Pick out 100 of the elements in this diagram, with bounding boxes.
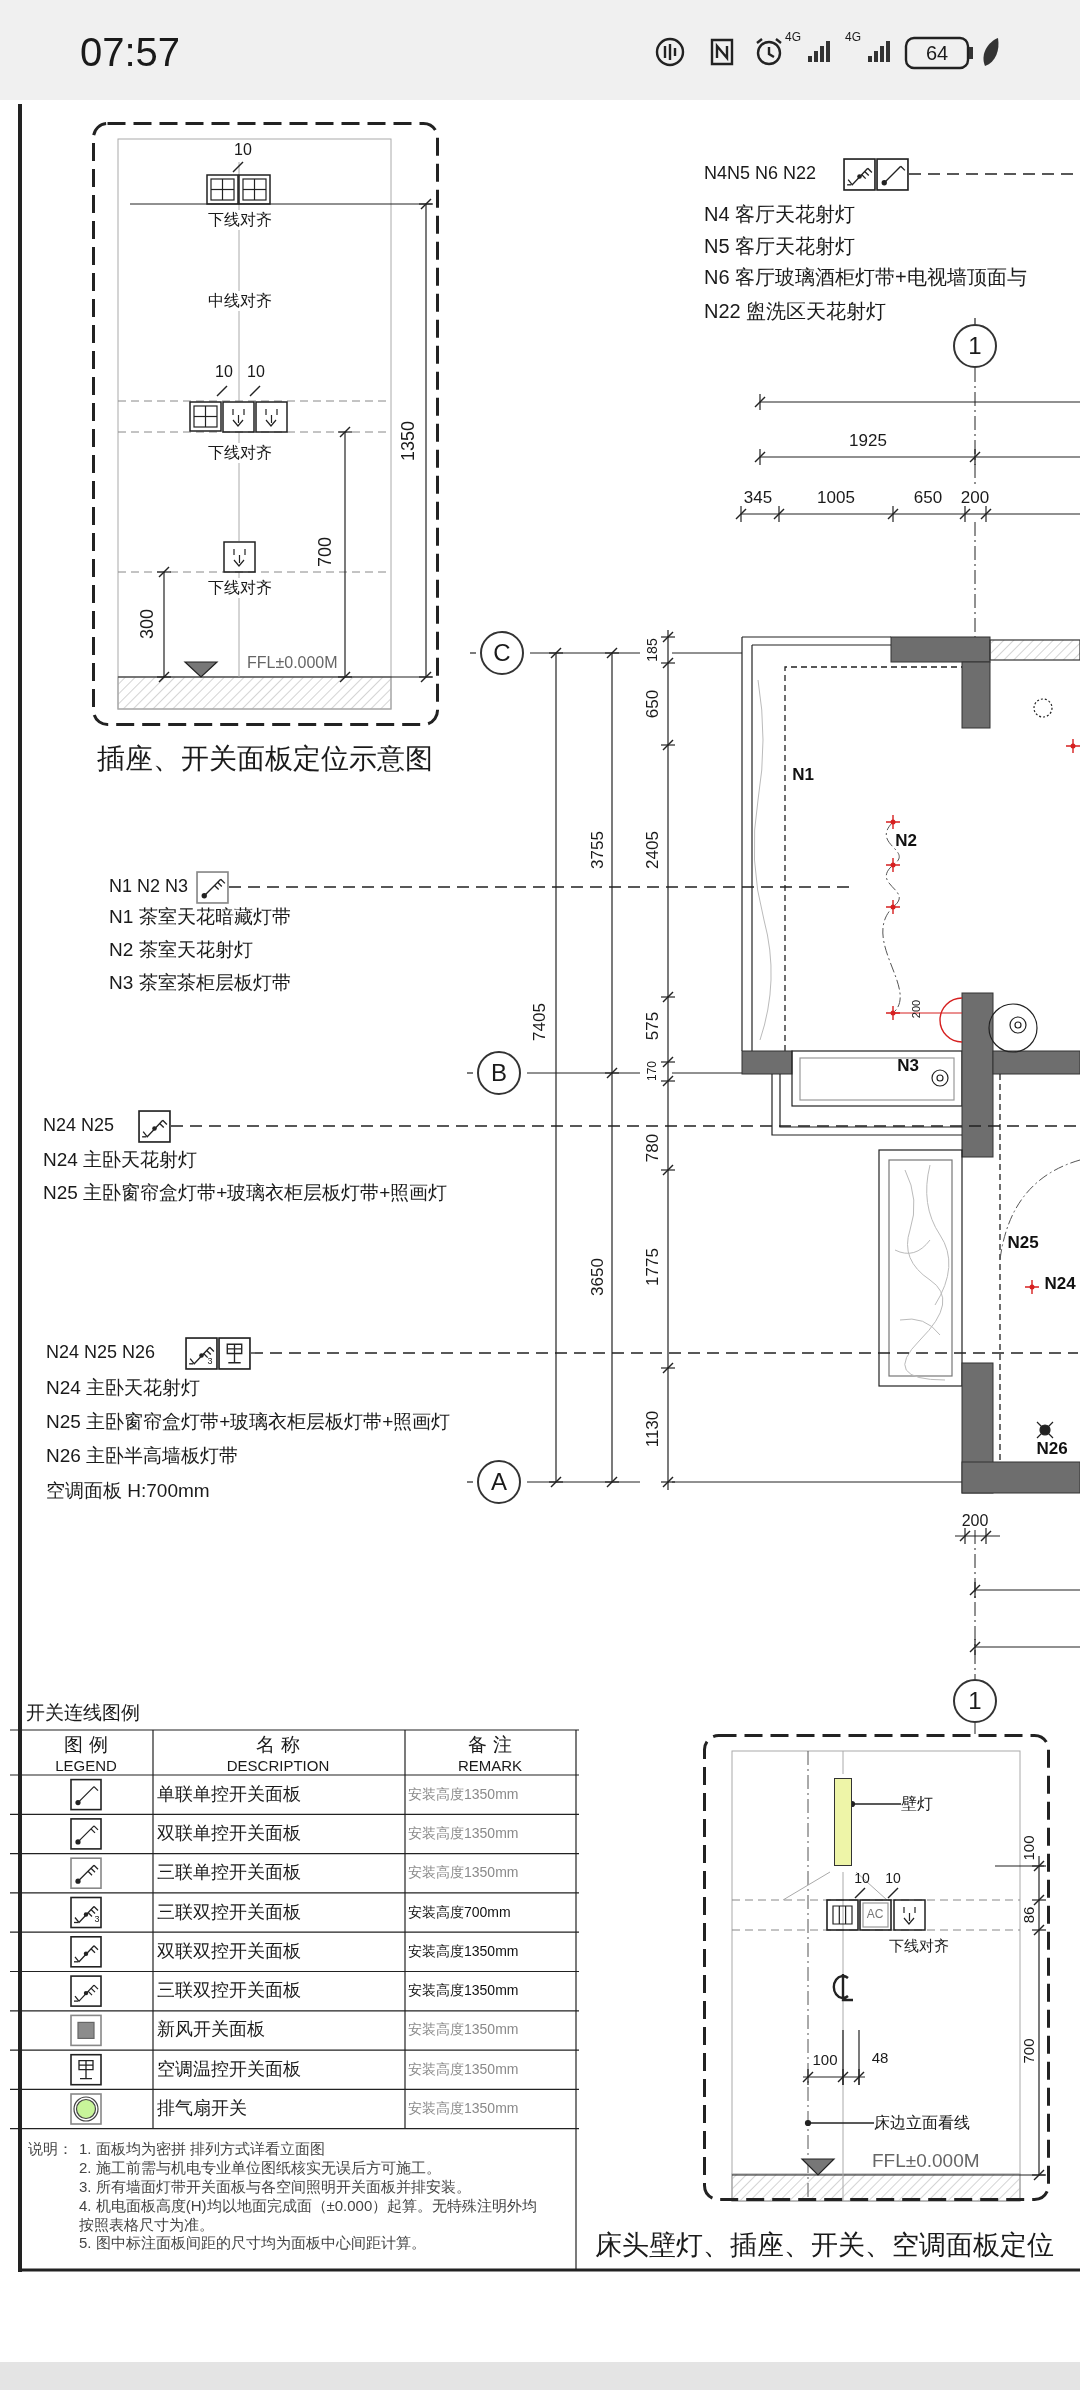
circuit-description: N3 茶室茶柜层板灯带 bbox=[109, 972, 291, 994]
callout-label: 壁灯 bbox=[901, 1795, 933, 1813]
axis-bubble: 1 bbox=[953, 1679, 997, 1723]
panel-caption: 插座、开关面板定位示意图 bbox=[97, 743, 433, 775]
table-cell: 新风开关面板 bbox=[157, 2020, 265, 2041]
dimension-text: 10 bbox=[215, 363, 233, 381]
circuit-description: N25 主卧窗帘盒灯带+玻璃衣柜层板灯带+照画灯 bbox=[43, 1182, 448, 1204]
dimension-text: 345 bbox=[743, 488, 773, 508]
table-cell: 安装高度1350mm bbox=[408, 1865, 519, 1881]
note-text: 5. 图中标注面板间距的尺寸均为面板中心间距计算。 bbox=[79, 2234, 426, 2252]
alignment-note: 下线对齐 bbox=[208, 211, 272, 229]
room-tag: N2 bbox=[895, 831, 917, 851]
column-header: 备 注 bbox=[468, 1734, 512, 1756]
network-type: 4G bbox=[845, 31, 861, 45]
circuit-codes: N1 N2 N3 bbox=[109, 877, 189, 897]
table-cell: 三联单控开关面板 bbox=[157, 1863, 301, 1884]
battery-level: 64 bbox=[925, 42, 949, 64]
alignment-note: 中线对齐 bbox=[208, 292, 272, 310]
dimension-text: 1005 bbox=[817, 488, 855, 508]
dimension-text: 1775 bbox=[643, 1248, 663, 1286]
column-header: 名 称 bbox=[256, 1734, 300, 1756]
dimension-text: 650 bbox=[913, 488, 943, 508]
circuit-description: N24 主卧天花射灯 bbox=[46, 1377, 201, 1399]
icon-number: 3 bbox=[207, 1357, 213, 1367]
dimension-text: 700 bbox=[316, 537, 336, 567]
dimension-text: 100 bbox=[1020, 1835, 1038, 1861]
table-cell: 安装高度1350mm bbox=[408, 2101, 519, 2117]
table-cell: 三联双控开关面板 bbox=[157, 1981, 301, 2001]
circuit-description: N5 客厅天花射灯 bbox=[704, 235, 856, 257]
table-cell: 三联双控开关面板 bbox=[157, 1902, 301, 1923]
circuit-description: N1 茶室天花暗藏灯带 bbox=[109, 906, 291, 928]
leader-line bbox=[250, 1352, 1079, 1354]
dimension-text: 185 bbox=[645, 638, 661, 662]
dimension-text: 700 bbox=[1020, 2038, 1038, 2064]
dimension-text: 10 bbox=[234, 141, 252, 159]
alignment-note: 下线对齐 bbox=[889, 1937, 949, 1955]
room-tag: N1 bbox=[792, 765, 814, 785]
table-cell: 双联双控开关面板 bbox=[157, 1941, 301, 1962]
note-text: 说明： bbox=[28, 2140, 73, 2158]
dimension-text: 7405 bbox=[530, 1003, 550, 1041]
dimension-text: 1130 bbox=[643, 1410, 663, 1448]
dimension-text: 1925 bbox=[849, 431, 887, 451]
table-cell: 安装高度1350mm bbox=[408, 1983, 519, 1999]
table-cell: 安装高度1350mm bbox=[408, 1826, 519, 1842]
axis-bubble: C bbox=[480, 631, 524, 675]
callout-label: 床边立面看线 bbox=[874, 2114, 970, 2132]
dimension-text: 780 bbox=[643, 1133, 663, 1163]
circuit-description: N22 盥洗区天花射灯 bbox=[704, 300, 887, 322]
room-tag: N25 bbox=[1007, 1233, 1039, 1253]
wall-lamp bbox=[834, 1778, 852, 1866]
column-header: LEGEND bbox=[55, 1757, 117, 1775]
dimension-text: 650 bbox=[643, 689, 663, 719]
alignment-note: 下线对齐 bbox=[208, 579, 272, 597]
panel-marking: AC bbox=[866, 1908, 884, 1922]
dimension-text: 300 bbox=[138, 609, 158, 639]
circuit-codes: N24 N25 bbox=[43, 1116, 115, 1136]
table-cell: 安装高度1350mm bbox=[408, 2022, 519, 2039]
icon-number: 3 bbox=[94, 1914, 100, 1925]
table-cell: 安装高度1350mm bbox=[408, 1944, 519, 1960]
dimension-text: 3755 bbox=[588, 831, 608, 869]
table-cell: 单联单控开关面板 bbox=[157, 1784, 301, 1805]
leader-line bbox=[804, 2119, 875, 2127]
note-text: 2. 施工前需与机电专业单位图纸核实无误后方可施工。 bbox=[79, 2159, 441, 2177]
level-mark: FFL±0.000M bbox=[247, 654, 338, 672]
dimension-text: 100 bbox=[812, 2051, 838, 2069]
table-cell: 安装高度700mm bbox=[408, 1904, 511, 1921]
dimension-text: 3650 bbox=[588, 1258, 608, 1296]
dimension-text: 575 bbox=[643, 1011, 663, 1041]
level-mark: FFL±0.000M bbox=[872, 2150, 980, 2172]
circuit-description: N24 主卧天花射灯 bbox=[43, 1149, 198, 1171]
note-text: 1. 面板均为密拼 排列方式详看立面图 bbox=[79, 2140, 325, 2158]
column-header: DESCRIPTION bbox=[226, 1757, 330, 1775]
dimension-text: 86 bbox=[1020, 1906, 1038, 1924]
column-header: 图 例 bbox=[64, 1734, 108, 1756]
dimension-text: 10 bbox=[885, 1871, 901, 1887]
note-text: 4. 机电面板高度(H)均以地面完成面（±0.000）起算。无特殊注明外均按照表格尺寸为准。 bbox=[79, 2197, 539, 2234]
dimension-text: 48 bbox=[871, 2049, 889, 2067]
network-type: 4G bbox=[785, 31, 801, 45]
table-cell: 安装高度1350mm bbox=[408, 2062, 519, 2078]
table-cell: 安装高度1350mm bbox=[408, 1786, 519, 1803]
leader-line bbox=[170, 1125, 1079, 1127]
table-cell: 排气扇开关 bbox=[157, 2099, 247, 2119]
dimension-text: 10 bbox=[247, 363, 265, 381]
column-header: REMARK bbox=[457, 1757, 523, 1775]
dimension-text: 200 bbox=[960, 488, 990, 508]
dimension-text: 200 bbox=[909, 999, 923, 1019]
dimension-text: 170 bbox=[646, 1061, 660, 1081]
note-text: 3. 所有墙面灯带开关面板与各空间照明开关面板并排安装。 bbox=[79, 2178, 471, 2196]
circuit-codes: N4N5 N6 N22 bbox=[704, 164, 817, 184]
room-tag: N24 bbox=[1044, 1274, 1076, 1294]
circuit-description: 空调面板 H:700mm bbox=[46, 1480, 210, 1502]
status-time: 07:57 bbox=[80, 30, 181, 74]
circuit-description: N2 茶室天花射灯 bbox=[109, 939, 253, 961]
dimension-text: 10 bbox=[854, 1871, 870, 1887]
axis-bubble: 1 bbox=[953, 324, 997, 368]
circuit-codes: N24 N25 N26 bbox=[46, 1343, 156, 1363]
axis-bubble: B bbox=[477, 1051, 521, 1095]
axis-bubble: A bbox=[477, 1460, 521, 1504]
dimension-text: 1350 bbox=[399, 421, 419, 461]
circuit-description: N4 客厅天花射灯 bbox=[704, 203, 856, 225]
